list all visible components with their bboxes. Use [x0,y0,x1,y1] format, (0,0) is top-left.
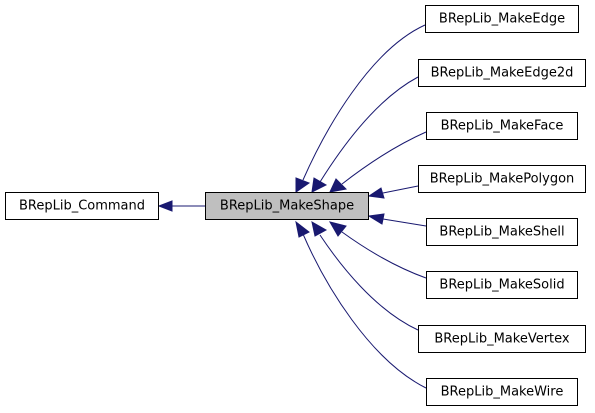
arrow-from-make-vertex [311,221,328,237]
arrow-into-command [157,200,173,212]
node-label-make-edge: BRepLib_MakeEdge [439,12,565,27]
node-label-make-shape: BRepLib_MakeShape [220,199,354,214]
arrow-from-make-solid [328,221,347,237]
edge-make-face-to-make-shape [341,131,427,185]
arrow-from-make-edge2d [311,177,328,193]
node-breplib-makevertex[interactable]: BRepLib_MakeVertex [418,325,586,353]
node-label-make-shell: BRepLib_MakeShell [439,225,564,240]
edge-make-shell-to-make-shape [382,218,427,227]
node-breplib-makeshape[interactable]: BRepLib_MakeShape [205,192,369,220]
node-breplib-makewire[interactable]: BRepLib_MakeWire [426,378,578,406]
node-label-make-solid: BRepLib_MakeSolid [439,278,564,293]
node-breplib-makeshell[interactable]: BRepLib_MakeShell [426,218,578,246]
node-breplib-makepolygon[interactable]: BRepLib_MakePolygon [418,165,586,193]
edge-make-wire-to-make-shape [302,233,427,389]
edge-make-solid-to-make-shape [341,231,427,279]
node-label-make-vertex: BRepLib_MakeVertex [434,332,570,347]
node-label-make-edge2d: BRepLib_MakeEdge2d [431,66,574,81]
node-label-make-face: BRepLib_MakeFace [441,119,564,134]
node-breplib-makeface[interactable]: BRepLib_MakeFace [426,112,578,140]
node-breplib-makeedge2d[interactable]: BRepLib_MakeEdge2d [418,59,586,87]
edges [157,24,427,389]
arrow-from-make-polygon [367,187,385,199]
arrow-from-make-face [329,178,348,193]
arrow-from-make-edge [295,177,311,193]
edge-make-polygon-to-make-shape [382,185,419,194]
edge-make-edge2d-to-make-shape [319,76,419,183]
edge-make-vertex-to-make-shape [319,234,419,331]
node-label-make-wire: BRepLib_MakeWire [441,385,564,400]
node-label-command: BRepLib_Command [19,199,145,214]
nodes: BRepLib_Command BRepLib_MakeShape BRepLi… [5,5,586,406]
arrow-from-make-shell [367,213,385,225]
node-breplib-makesolid[interactable]: BRepLib_MakeSolid [426,271,578,299]
node-breplib-command[interactable]: BRepLib_Command [5,192,159,220]
node-label-make-polygon: BRepLib_MakePolygon [430,172,575,187]
node-breplib-makeedge[interactable]: BRepLib_MakeEdge [425,5,579,33]
arrow-from-make-wire [295,220,310,238]
edge-make-edge-to-make-shape [302,24,426,181]
